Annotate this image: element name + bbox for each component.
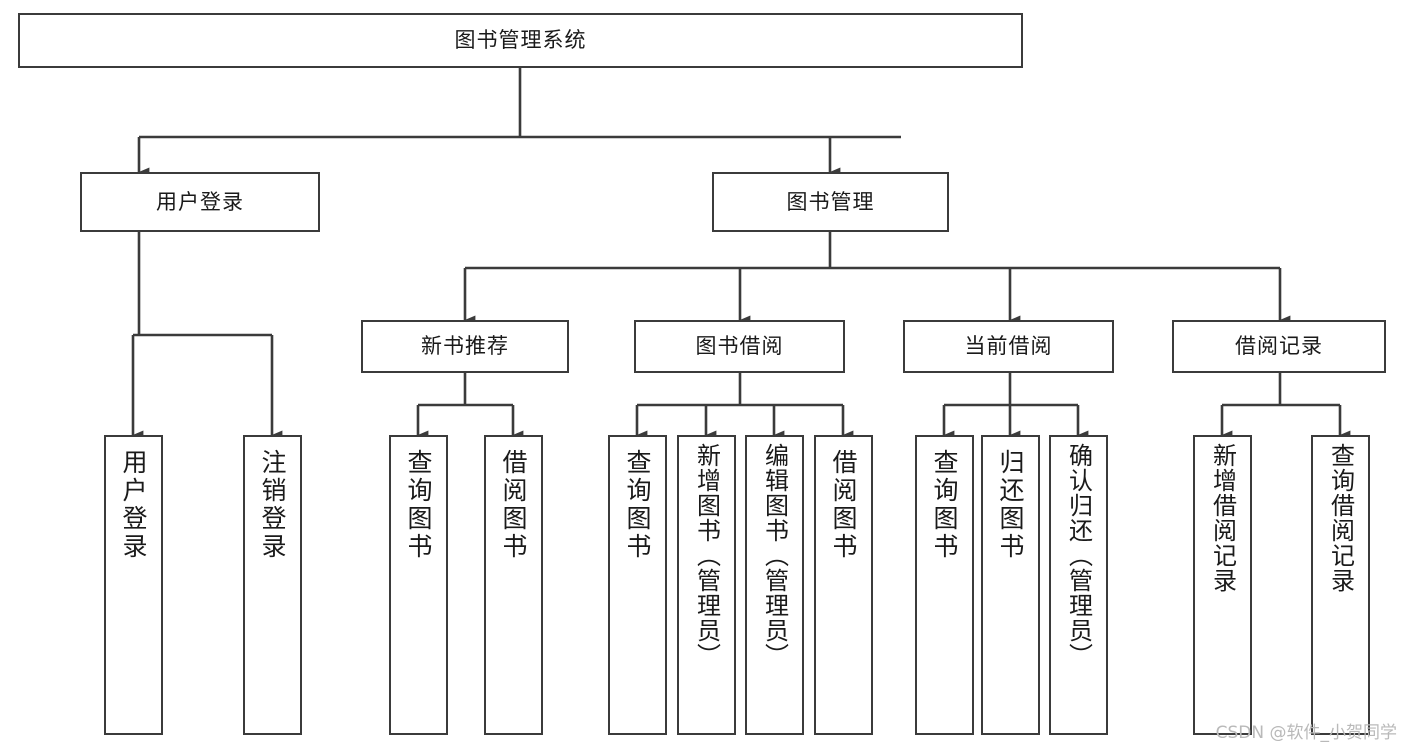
node-leaf-edit-book-label: 编辑图书（管理员） xyxy=(760,443,789,668)
node-leaf-borrow-book-1-label: 借阅图书 xyxy=(499,449,528,561)
node-book-manage[interactable]: 图书管理 xyxy=(712,172,949,232)
node-borrow-record-label: 借阅记录 xyxy=(1235,334,1323,359)
node-leaf-confirm-return[interactable]: 确认归还（管理员） xyxy=(1049,435,1108,735)
node-book-borrow[interactable]: 图书借阅 xyxy=(634,320,845,373)
node-new-book-rec[interactable]: 新书推荐 xyxy=(361,320,569,373)
node-user-login-label: 用户登录 xyxy=(156,189,244,214)
node-borrow-record[interactable]: 借阅记录 xyxy=(1172,320,1386,373)
node-user-login[interactable]: 用户登录 xyxy=(80,172,320,232)
node-new-book-rec-label: 新书推荐 xyxy=(421,334,509,359)
node-leaf-logout-label: 注销登录 xyxy=(258,449,287,561)
node-current-borrow[interactable]: 当前借阅 xyxy=(903,320,1114,373)
node-root-label: 图书管理系统 xyxy=(454,28,587,53)
node-leaf-borrow-book-2[interactable]: 借阅图书 xyxy=(814,435,873,735)
node-leaf-user-login[interactable]: 用户登录 xyxy=(104,435,163,735)
node-leaf-add-book-label: 新增图书（管理员） xyxy=(692,443,721,668)
node-leaf-return-book[interactable]: 归还图书 xyxy=(981,435,1040,735)
node-leaf-add-record[interactable]: 新增借阅记录 xyxy=(1193,435,1252,735)
node-leaf-return-book-label: 归还图书 xyxy=(996,449,1025,561)
node-book-manage-label: 图书管理 xyxy=(786,189,875,214)
node-leaf-add-record-label: 新增借阅记录 xyxy=(1208,443,1237,593)
node-leaf-query-book-3[interactable]: 查询图书 xyxy=(915,435,974,735)
node-current-borrow-label: 当前借阅 xyxy=(964,334,1053,359)
node-leaf-borrow-book-1[interactable]: 借阅图书 xyxy=(484,435,543,735)
node-leaf-edit-book[interactable]: 编辑图书（管理员） xyxy=(745,435,804,735)
node-leaf-query-record-label: 查询借阅记录 xyxy=(1326,443,1355,593)
node-book-borrow-label: 图书借阅 xyxy=(695,334,784,359)
node-leaf-borrow-book-2-label: 借阅图书 xyxy=(829,449,858,561)
node-leaf-add-book[interactable]: 新增图书（管理员） xyxy=(677,435,736,735)
node-leaf-query-record[interactable]: 查询借阅记录 xyxy=(1311,435,1370,735)
node-leaf-query-book-3-label: 查询图书 xyxy=(930,449,959,561)
node-leaf-query-book-1-label: 查询图书 xyxy=(404,449,433,561)
node-leaf-query-book-2[interactable]: 查询图书 xyxy=(608,435,667,735)
node-leaf-query-book-1[interactable]: 查询图书 xyxy=(389,435,448,735)
node-leaf-user-login-label: 用户登录 xyxy=(119,449,148,561)
node-leaf-query-book-2-label: 查询图书 xyxy=(623,449,652,561)
csdn-watermark: CSDN @软件_小贺同学 xyxy=(1215,723,1397,743)
node-root[interactable]: 图书管理系统 xyxy=(18,13,1023,68)
node-leaf-logout[interactable]: 注销登录 xyxy=(243,435,302,735)
node-leaf-confirm-return-label: 确认归还（管理员） xyxy=(1064,443,1093,668)
